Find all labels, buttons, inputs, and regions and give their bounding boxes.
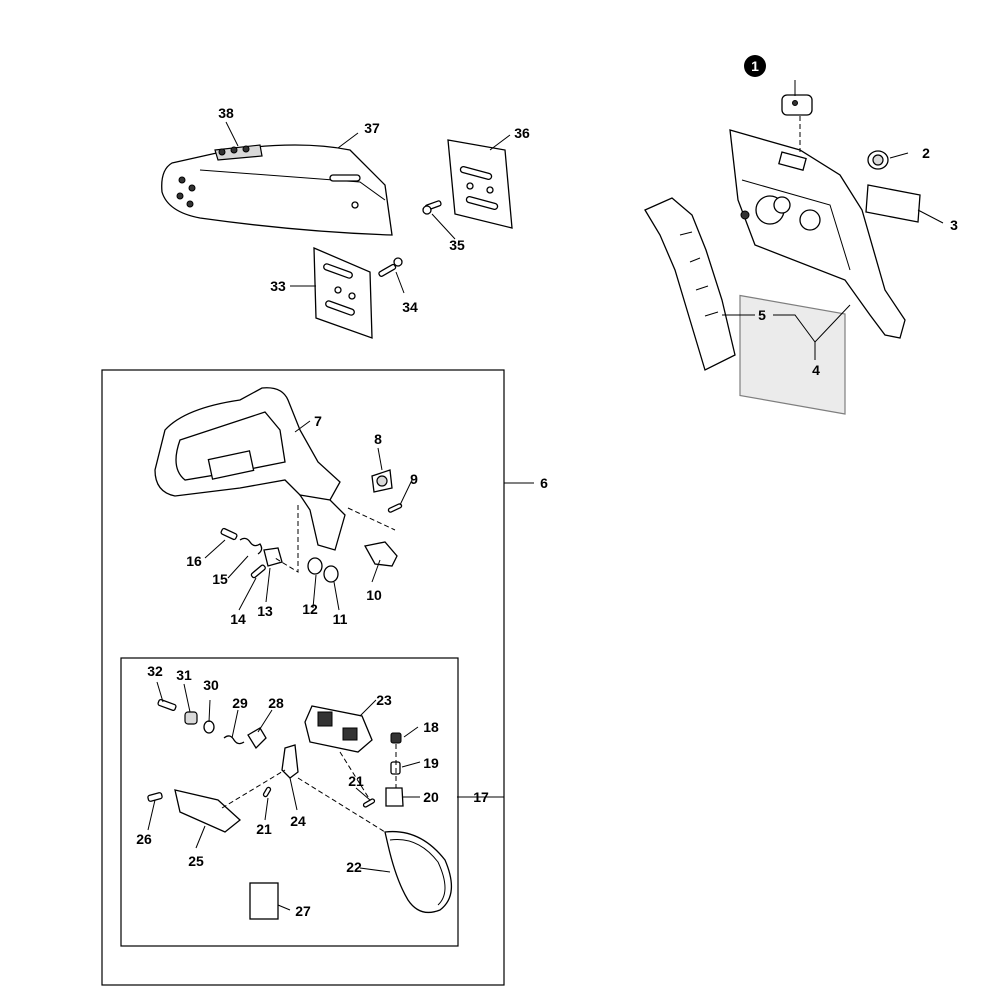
callout-11: 11 <box>333 611 348 627</box>
lever-24 <box>281 744 299 779</box>
callout-24: 24 <box>290 813 306 829</box>
pin-21b <box>362 798 376 808</box>
screw-26 <box>147 792 163 802</box>
alignment-lines <box>221 116 801 833</box>
callout-19: 19 <box>423 755 439 771</box>
callout-1-badge: 1 <box>744 55 766 77</box>
assembly-6-frame <box>101 369 505 986</box>
callout-2: 2 <box>922 145 930 161</box>
callout-21-upper: 21 <box>348 773 364 789</box>
manual-27 <box>249 882 279 920</box>
callout-30: 30 <box>203 677 219 693</box>
callout-5: 5 <box>758 307 766 323</box>
callout-26: 26 <box>136 831 152 847</box>
cap-1 <box>781 94 813 116</box>
lever-10 <box>363 541 398 567</box>
callout-34: 34 <box>402 299 418 315</box>
lever-28 <box>247 727 267 750</box>
brake-band-22 <box>384 830 452 914</box>
sprocket-cover <box>729 129 906 415</box>
callout-37: 37 <box>364 120 380 136</box>
callout-4: 4 <box>812 362 820 378</box>
callout-23: 23 <box>376 692 392 708</box>
callout-33: 33 <box>270 278 286 294</box>
pin-8 <box>371 469 393 493</box>
plate-36 <box>447 139 513 229</box>
callout-28: 28 <box>268 695 284 711</box>
screw-34 <box>378 257 403 278</box>
callout-6: 6 <box>540 475 548 491</box>
callout-3: 3 <box>950 217 958 233</box>
nut-31 <box>184 711 198 725</box>
callout-14: 14 <box>230 611 246 627</box>
nut-18 <box>390 732 402 744</box>
screw-35 <box>422 200 442 215</box>
callout-35: 35 <box>449 237 465 253</box>
callout-31: 31 <box>176 667 192 683</box>
pin-9 <box>387 503 403 513</box>
bushing-12 <box>307 557 323 575</box>
chain-brake-handle-7 <box>154 387 346 551</box>
callout-21-lower: 21 <box>256 821 272 837</box>
washer-30 <box>203 720 215 734</box>
guide-bar-cover <box>161 144 393 236</box>
callout-36: 36 <box>514 125 530 141</box>
callout-7: 7 <box>314 413 322 429</box>
brake-lever-23 <box>304 705 373 753</box>
callout-12: 12 <box>302 601 318 617</box>
callout-25: 25 <box>188 853 204 869</box>
callout-15: 15 <box>212 571 228 587</box>
callout-27: 27 <box>295 903 311 919</box>
callout-17: 17 <box>473 789 489 805</box>
callout-20: 20 <box>423 789 439 805</box>
assembly-17-frame <box>120 657 459 947</box>
connector-20 <box>385 787 404 807</box>
callout-38: 38 <box>218 105 234 121</box>
bushing-11 <box>323 565 339 583</box>
deflector-5 <box>644 197 736 371</box>
callout-13: 13 <box>257 603 273 619</box>
callout-9: 9 <box>410 471 418 487</box>
pin-21a <box>262 786 272 798</box>
spring-15 <box>239 537 263 555</box>
callout-18: 18 <box>423 719 439 735</box>
decal-3 <box>865 184 921 223</box>
callout-22: 22 <box>346 859 362 875</box>
screw-16 <box>220 527 238 541</box>
bushing-13 <box>263 547 283 567</box>
callout-10: 10 <box>366 587 382 603</box>
nut-2 <box>867 150 889 170</box>
spring-29 <box>223 735 245 745</box>
plate-33 <box>313 247 373 339</box>
callout-29: 29 <box>232 695 248 711</box>
callout-1: 1 <box>751 58 759 74</box>
plate-25 <box>174 789 242 833</box>
callout-8: 8 <box>374 431 382 447</box>
pin-14 <box>250 564 266 579</box>
callout-16: 16 <box>186 553 202 569</box>
leader-lines <box>147 80 944 911</box>
callout-32: 32 <box>147 663 163 679</box>
bolt-32 <box>157 699 177 711</box>
